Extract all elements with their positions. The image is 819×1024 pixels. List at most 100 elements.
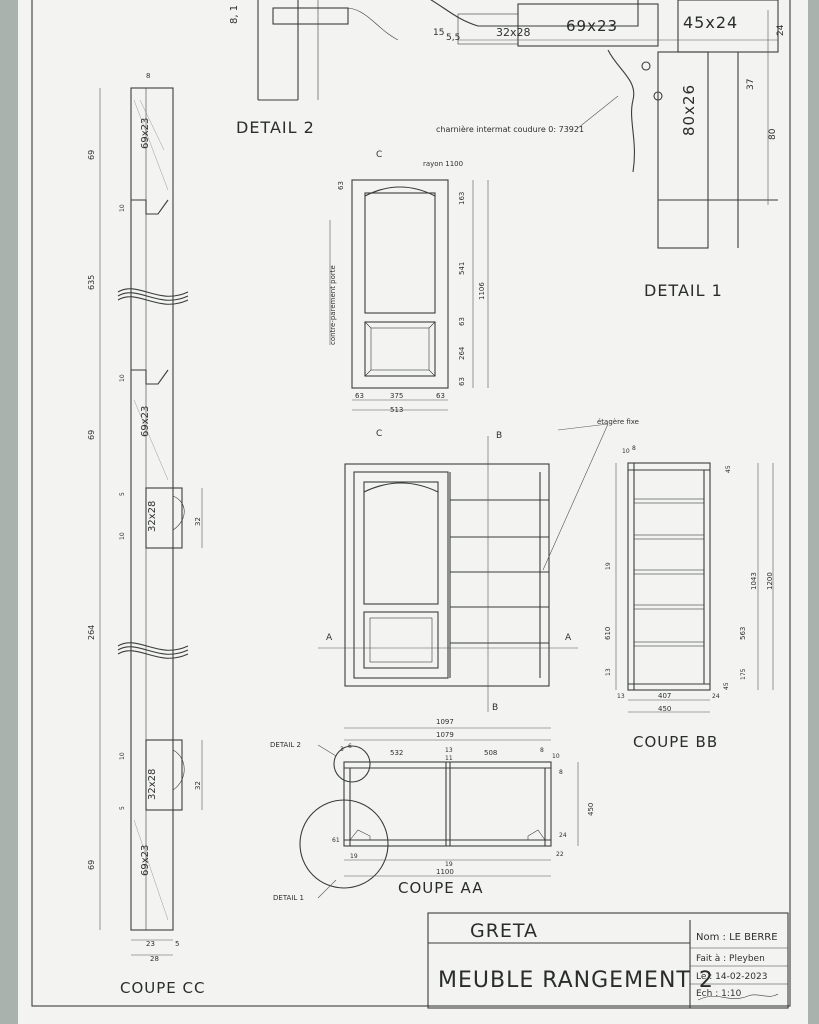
coupe-cc-label: COUPE CC <box>120 979 206 997</box>
aa-h24: 24 <box>559 832 567 839</box>
cc-10c: 10 <box>119 532 126 540</box>
detail-80: 80 <box>768 128 778 140</box>
bb-45b: 45 <box>723 682 730 690</box>
section-c-top: C <box>376 150 382 160</box>
cc-32b: 32 <box>194 781 202 790</box>
cc-8: 8 <box>146 72 150 80</box>
section-b-top: B <box>496 431 502 441</box>
door-dim-63c: 63 <box>458 377 466 386</box>
bb-45a: 45 <box>725 465 732 473</box>
section-a-right: A <box>565 633 572 643</box>
aa-450: 450 <box>587 803 595 816</box>
door-w-63a: 63 <box>355 392 364 400</box>
door-elevation <box>329 179 489 411</box>
bb-b13: 13 <box>617 693 625 700</box>
bb-13: 13 <box>605 668 612 676</box>
section-b-bottom: B <box>492 703 498 713</box>
aa-s6: 6 <box>348 743 352 750</box>
aa-1100: 1100 <box>436 868 454 876</box>
aa-h22: 22 <box>556 851 564 858</box>
detail-2-label: DETAIL 2 <box>236 118 315 137</box>
detail-32x28: 32x28 <box>496 26 531 39</box>
etagere-note: étagère fixe <box>597 418 639 426</box>
aa-s3: 3 <box>340 746 344 753</box>
drawing-date: Le : 14-02-2023 <box>696 972 767 982</box>
detail-1-view <box>430 0 779 249</box>
detail-2-view: 8, 1 <box>229 0 399 101</box>
detail-15: 15 <box>433 28 444 38</box>
cc-p4: 32x28 <box>147 769 158 800</box>
door-dim-1106: 1106 <box>478 282 486 300</box>
cc-23: 23 <box>146 940 155 948</box>
cc-10d: 10 <box>119 752 126 760</box>
bb-top-8: 8 <box>632 445 636 452</box>
technical-drawing: 8, 1 DETAIL 2 15 5,5 32x28 69x23 45x24 8… <box>31 0 791 1009</box>
hinge-note: charnière intermat coudure 0: 73921 <box>436 124 584 134</box>
cc-28: 28 <box>150 955 159 963</box>
cc-635: 635 <box>87 275 96 290</box>
bb-610: 610 <box>604 627 612 640</box>
rayon-note: rayon 1100 <box>423 160 463 168</box>
door-dim-63b: 63 <box>458 317 466 326</box>
sheet-border <box>31 0 791 1007</box>
section-c-bottom: C <box>376 429 382 439</box>
cc-69c: 69 <box>87 860 96 870</box>
cc-10b: 10 <box>119 374 126 382</box>
detail-2-circle <box>333 745 371 783</box>
school-name: GRETA <box>470 920 538 942</box>
cc-10a: 10 <box>119 204 126 212</box>
cc-5b: 5 <box>119 806 126 810</box>
cc-264: 264 <box>87 625 96 640</box>
bb-24: 24 <box>712 693 720 700</box>
cc-p1: 69x23 <box>140 118 151 149</box>
cc-5a: 5 <box>119 492 126 496</box>
cc-5c: 5 <box>175 940 179 948</box>
bb-407: 407 <box>658 692 671 700</box>
aa-13: 13 <box>445 747 453 754</box>
bb-450: 450 <box>658 705 671 713</box>
project-title: MEUBLE RANGEMENT 2 <box>438 968 714 993</box>
door-w-63b: 63 <box>436 392 445 400</box>
door-w-375: 375 <box>390 392 403 400</box>
aa-s10: 10 <box>552 753 560 760</box>
bb-175: 175 <box>740 668 747 680</box>
aa-b19: 19 <box>350 853 358 860</box>
aa-532: 532 <box>390 749 403 757</box>
aa-11: 11 <box>445 755 453 762</box>
coupe-bb-label: COUPE BB <box>633 733 718 751</box>
bb-1043: 1043 <box>750 572 758 590</box>
drawing-sheet: 8, 1 DETAIL 2 15 5,5 32x28 69x23 45x24 8… <box>18 0 808 1024</box>
aa-s8: 8 <box>540 747 544 754</box>
detail-1-label: DETAIL 1 <box>644 281 723 300</box>
title-block <box>427 912 789 1009</box>
bb-top-10: 10 <box>622 448 630 455</box>
coupe-cc-view <box>99 87 203 956</box>
cc-p5: 69x23 <box>140 845 151 876</box>
detail-69x23: 69x23 <box>566 17 618 35</box>
aa-1097: 1097 <box>436 718 454 726</box>
door-dim-264: 264 <box>458 346 466 360</box>
author-name: Nom : LE BERRE <box>696 932 778 943</box>
svg-text:8, 1: 8, 1 <box>229 5 240 24</box>
detail-80x26: 80x26 <box>680 84 698 136</box>
bb-1200: 1200 <box>766 572 774 590</box>
door-w-513: 513 <box>390 406 403 414</box>
detail-45x24: 45x24 <box>683 13 738 32</box>
aa-b61: 61 <box>332 837 340 844</box>
bb-563: 563 <box>739 627 747 640</box>
door-dim-163: 163 <box>458 192 466 205</box>
detail-37: 37 <box>746 79 756 90</box>
detail-5-5: 5,5 <box>446 33 460 43</box>
cc-69b: 69 <box>87 430 96 440</box>
cc-69: 69 <box>87 150 96 160</box>
contre-parement-note: contre-parement porte <box>329 265 337 345</box>
coupe-aa-view <box>299 727 579 899</box>
detail-24: 24 <box>776 24 786 36</box>
aa-b19b: 19 <box>445 861 453 868</box>
cc-32a: 32 <box>194 517 202 526</box>
aa-1079: 1079 <box>436 731 454 739</box>
drawing-scale: Ech : 1:10 <box>696 989 742 999</box>
cc-p2: 69x23 <box>140 406 151 437</box>
front-elevation <box>318 423 609 712</box>
cc-p3: 32x28 <box>147 501 158 532</box>
